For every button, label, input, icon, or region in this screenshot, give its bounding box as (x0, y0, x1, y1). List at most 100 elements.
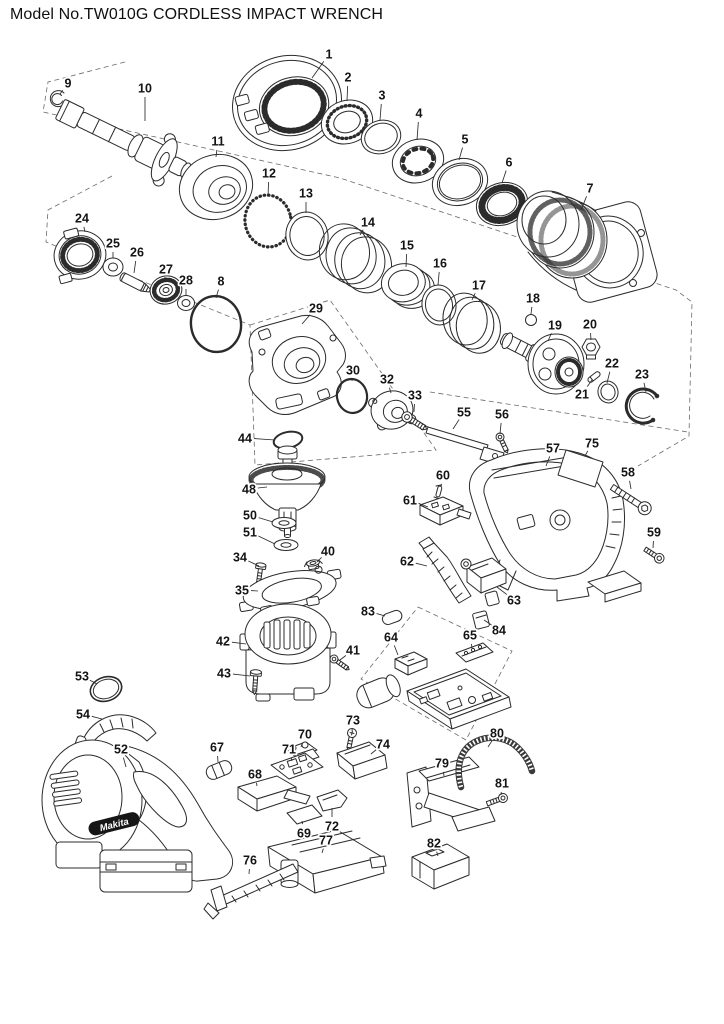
part-35-baffle-plate (238, 565, 342, 616)
part-label-61: 61 (403, 494, 417, 508)
part-label-57: 57 (546, 442, 560, 456)
part-label-70: 70 (298, 728, 312, 742)
part-84-chip (472, 610, 490, 630)
part-5-ring (431, 157, 489, 207)
part-label-15: 15 (400, 239, 414, 253)
leader-line-part-4 (416, 121, 419, 141)
part-label-76: 76 (243, 854, 257, 868)
part-41-screw (329, 654, 350, 671)
leader-line-part-17 (471, 292, 476, 301)
leader-line-part-3 (379, 103, 382, 121)
part-label-32: 32 (380, 373, 394, 387)
leader-line-part-62 (415, 562, 428, 567)
part-label-79: 79 (435, 757, 449, 771)
part-label-53: 53 (75, 670, 89, 684)
leader-line-part-56 (499, 422, 502, 435)
part-label-14: 14 (361, 216, 375, 230)
part-51-washer (273, 539, 299, 551)
leader-line-part-23 (643, 382, 647, 393)
leader-line-part-18 (530, 306, 533, 315)
part-12-ball-ring (243, 193, 293, 249)
part-40-nut (303, 559, 323, 571)
part-43-screw (249, 669, 262, 695)
leader-line-part-71 (290, 757, 293, 762)
leader-line-part-51 (257, 535, 276, 545)
part-label-2: 2 (345, 71, 352, 85)
leader-line-part-52 (122, 757, 127, 768)
leader-line-part-48 (257, 486, 268, 489)
part-label-25: 25 (106, 237, 120, 251)
part-label-82: 82 (427, 837, 441, 851)
part-79-slide-rail (406, 756, 496, 832)
leader-line-part-42 (231, 641, 247, 645)
part-label-69: 69 (297, 827, 311, 841)
part-59-screw (643, 546, 665, 564)
part-label-67: 67 (210, 741, 224, 755)
part-label-63: 63 (507, 594, 521, 608)
part-75-label-sticker (557, 449, 604, 488)
part-61-connector-block (419, 496, 472, 526)
part-72-bracket (316, 789, 348, 812)
part-label-19: 19 (548, 319, 562, 333)
part-26-pin (119, 272, 151, 293)
part-label-80: 80 (490, 727, 504, 741)
construction-lines (42, 61, 693, 741)
part-label-65: 65 (463, 629, 477, 643)
part-14-springs (318, 223, 393, 294)
part-33-screw (401, 411, 428, 431)
leader-line-part-84 (483, 619, 492, 626)
part-label-83: 83 (361, 605, 375, 619)
part-label-10: 10 (138, 82, 152, 96)
part-label-6: 6 (506, 156, 513, 170)
leader-line-part-11 (215, 149, 218, 158)
part-53-o-ring (89, 675, 123, 703)
part-label-5: 5 (462, 133, 469, 147)
diagram-title: Model No.TW010G CORDLESS IMPACT WRENCH (10, 6, 384, 23)
part-3-ring (360, 119, 402, 155)
parts-artwork: Makita (41, 54, 665, 920)
part-label-22: 22 (605, 357, 619, 371)
part-82-terminal-cover (411, 843, 470, 890)
part-label-72: 72 (325, 820, 339, 834)
part-50-washer (271, 517, 297, 529)
part-label-17: 17 (472, 279, 486, 293)
part-label-21: 21 (575, 388, 589, 402)
part-15-spring-seat (380, 263, 436, 309)
part-label-81: 81 (495, 777, 509, 791)
leader-line-part-53 (89, 679, 98, 685)
leader-line-part-9 (59, 90, 64, 95)
part-label-40: 40 (321, 545, 335, 559)
part-label-29: 29 (309, 302, 323, 316)
part-64-controller-assembly (356, 651, 512, 730)
part-label-28: 28 (179, 274, 193, 288)
leader-line-part-54 (91, 715, 103, 720)
leader-line-part-63 (496, 586, 508, 595)
leader-line-part-26 (133, 260, 137, 274)
leader-line-part-69 (301, 820, 303, 825)
part-label-30: 30 (346, 364, 360, 378)
part-label-16: 16 (433, 257, 447, 271)
part-69-sheet (286, 804, 323, 825)
leader-line-part-57 (545, 456, 551, 467)
part-8-o-ring (189, 294, 243, 354)
part-label-73: 73 (346, 714, 360, 728)
leader-line-part-75 (584, 450, 589, 457)
leader-line-part-77 (321, 848, 324, 854)
leader-line-part-5 (458, 147, 463, 161)
part-57-housing-right (468, 448, 642, 603)
part-83-cap (381, 609, 403, 626)
part-19-spindle (499, 332, 585, 395)
leader-line-part-15 (405, 253, 408, 268)
part-11-bearing-retainer (178, 153, 254, 221)
part-label-24: 24 (75, 212, 89, 226)
part-label-75: 75 (585, 437, 599, 451)
part-56-screw (495, 432, 509, 454)
part-73-screw (346, 728, 357, 751)
leader-line-part-16 (437, 271, 440, 286)
leader-line-part-14 (359, 229, 364, 236)
part-label-50: 50 (243, 509, 257, 523)
leader-line-part-1 (311, 61, 325, 79)
part-label-51: 51 (243, 526, 257, 540)
part-65-switch-plate (455, 642, 494, 663)
leader-line-part-80 (487, 740, 493, 748)
